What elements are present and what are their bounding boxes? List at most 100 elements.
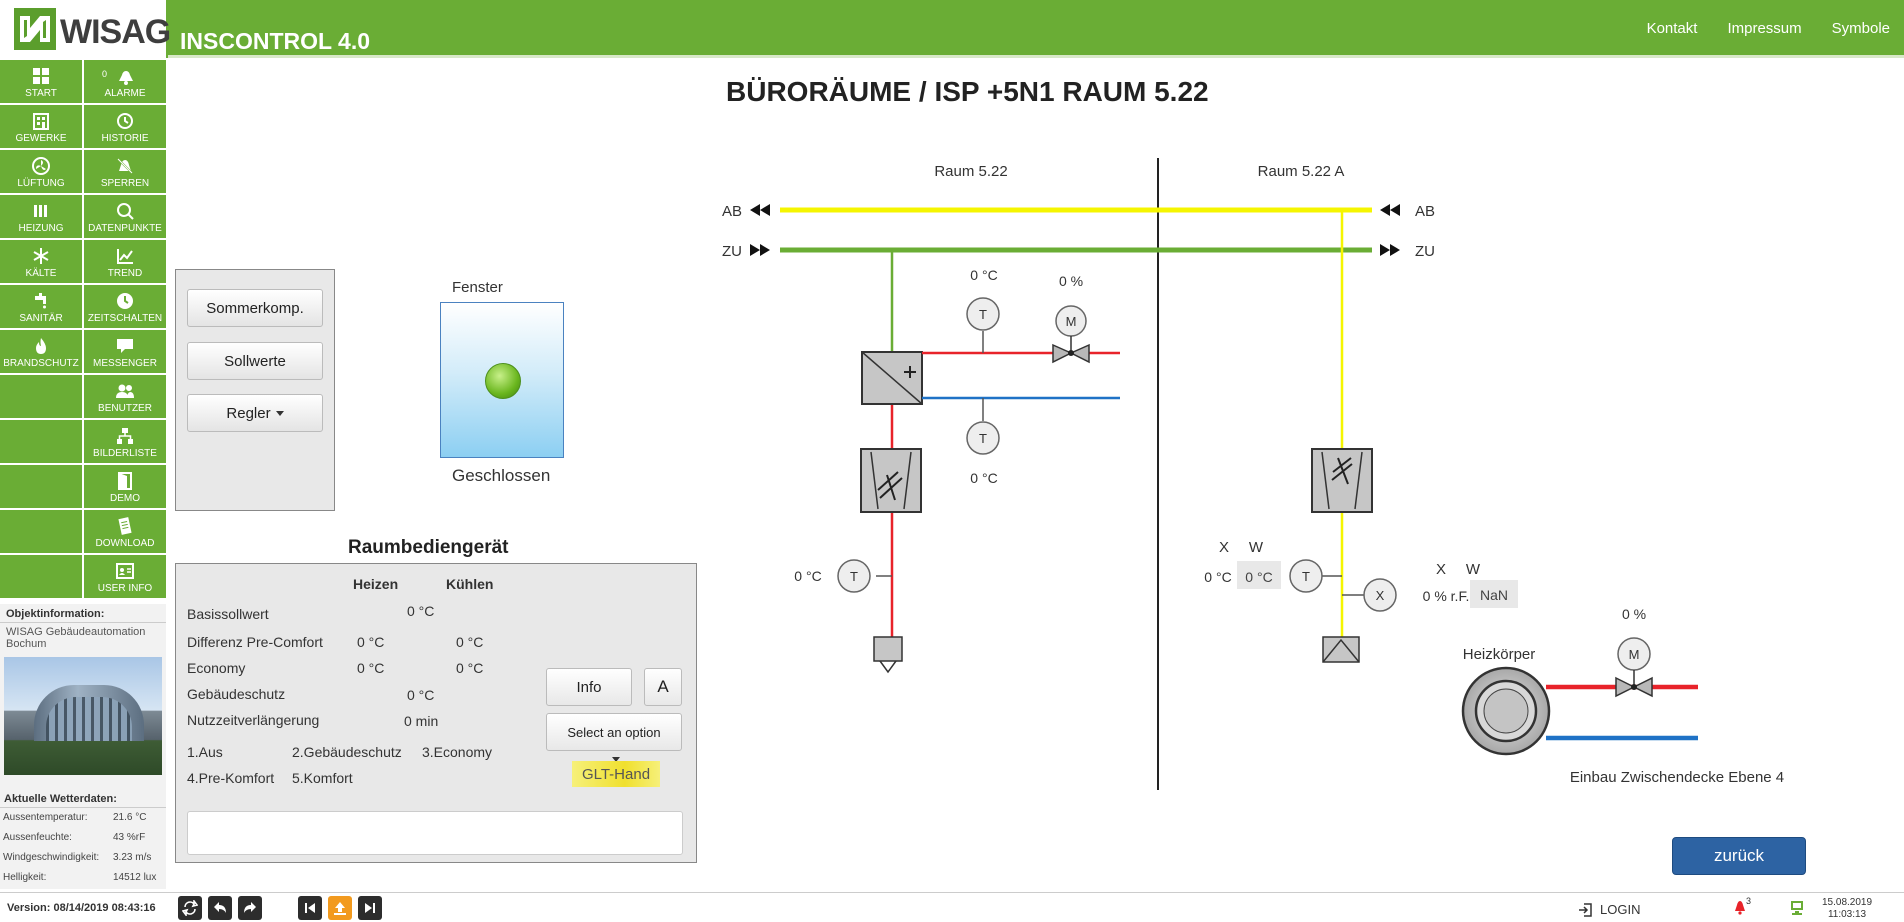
- double-arrow-right-icon: [750, 244, 770, 256]
- sidebar-empty-tile: [0, 510, 82, 553]
- id-card-icon: [115, 561, 135, 581]
- coil-temp-bottom: 0 °C: [970, 470, 997, 486]
- weather-row: Windgeschwindigkeit:3.23 m/s: [3, 852, 152, 863]
- sidebar-item-alarme[interactable]: 0 ALARME: [84, 60, 166, 103]
- sidebar-item-brandschutz[interactable]: BRANDSCHUTZ: [0, 330, 82, 373]
- double-arrow-left-icon: [1380, 204, 1400, 216]
- row-value[interactable]: 0 min: [404, 713, 439, 729]
- right-temp-x: 0 °C: [1204, 569, 1231, 585]
- undo-button[interactable]: [208, 896, 232, 920]
- ab-label-left: AB: [722, 203, 742, 220]
- redo-arrow-icon: [244, 902, 256, 913]
- sidebar-item-label: SANITÄR: [19, 313, 63, 324]
- sidebar-empty-tile: [0, 465, 82, 508]
- sidebar-item-messenger[interactable]: MESSENGER: [84, 330, 166, 373]
- sidebar-item-label: LÜFTUNG: [17, 178, 65, 189]
- radiator-icon[interactable]: [1461, 666, 1551, 756]
- redo-button[interactable]: [238, 896, 262, 920]
- sidebar-nav: START 0 ALARME GEWERKE HISTORIE LÜFTUNG …: [0, 60, 168, 598]
- app-title: INSCONTROL 4.0: [180, 28, 370, 54]
- info-button[interactable]: Info: [546, 668, 632, 706]
- sidebar-empty-tile: [0, 420, 82, 463]
- right-hum-w: NaN: [1480, 587, 1508, 603]
- humidity-sensor[interactable]: X: [1363, 578, 1397, 612]
- sidebar-item-kaelte[interactable]: KÄLTE: [0, 240, 82, 283]
- weather-row: Aussenfeuchte:43 %rF: [3, 832, 146, 843]
- x-label: X: [1219, 539, 1229, 556]
- row-value-heat[interactable]: 0 °C: [357, 660, 385, 676]
- refresh-button[interactable]: [178, 896, 202, 920]
- sidebar-item-sanitaer[interactable]: SANITÄR: [0, 285, 82, 328]
- regler-dropdown-button[interactable]: Regler: [187, 394, 323, 432]
- row-value[interactable]: 0 °C: [407, 687, 435, 703]
- sollwerte-button[interactable]: Sollwerte: [187, 342, 323, 380]
- trend-chart-icon: [115, 246, 135, 266]
- row-value[interactable]: 0 °C: [407, 603, 435, 619]
- temperature-sensor[interactable]: T: [966, 297, 1000, 331]
- mode-select[interactable]: Select an option: [546, 713, 682, 751]
- sidebar-item-label: ZEITSCHALTEN: [87, 313, 163, 324]
- upload-button[interactable]: [328, 896, 352, 920]
- row-label: Nutzzeitverlängerung: [187, 712, 320, 728]
- heater-valve-actuator[interactable]: M: [1615, 637, 1653, 698]
- sidebar-item-trend[interactable]: TREND: [84, 240, 166, 283]
- sidebar-item-start[interactable]: START: [0, 60, 82, 103]
- a-button[interactable]: A: [644, 668, 682, 706]
- temperature-sensor[interactable]: T: [1289, 559, 1323, 593]
- grid-icon: [31, 66, 51, 86]
- logo-mark-icon: [14, 8, 56, 50]
- mode-item: 2.Gebäudeschutz: [292, 744, 402, 760]
- window-label: Fenster: [452, 279, 503, 296]
- row-value-cool[interactable]: 0 °C: [456, 660, 484, 676]
- object-info-title: Objektinformation:: [0, 604, 166, 623]
- sidebar-item-zeitschalten[interactable]: ZEITSCHALTEN: [84, 285, 166, 328]
- control-button-panel: Sommerkomp. Sollwerte Regler: [175, 269, 335, 511]
- first-page-button[interactable]: [298, 896, 322, 920]
- nav-impressum[interactable]: Impressum: [1727, 20, 1802, 37]
- bell-off-icon: [115, 156, 135, 176]
- sidebar-item-label: KÄLTE: [25, 268, 57, 279]
- sidebar-item-gewerke[interactable]: GEWERKE: [0, 105, 82, 148]
- snowflake-icon: [31, 246, 51, 266]
- sidebar-item-bilderliste[interactable]: BILDERLISTE: [84, 420, 166, 463]
- fan-icon: [31, 156, 51, 176]
- sidebar-item-label: USER INFO: [97, 583, 153, 594]
- sidebar-item-label: START: [25, 88, 57, 99]
- login-link[interactable]: LOGIN: [1578, 902, 1640, 917]
- row-label: Economy: [187, 660, 246, 676]
- right-hum-w-box[interactable]: [1470, 580, 1518, 608]
- window-status-box[interactable]: [440, 302, 564, 458]
- sidebar-item-demo[interactable]: DEMO: [84, 465, 166, 508]
- weather-title: Aktuelle Wetterdaten:: [0, 789, 166, 808]
- sidebar-item-label: HEIZUNG: [18, 223, 64, 234]
- alarm-indicator[interactable]: 3: [1733, 896, 1751, 920]
- volume-flow-controller[interactable]: [860, 448, 922, 513]
- volume-flow-controller[interactable]: [1311, 448, 1373, 513]
- sidebar-item-lueftung[interactable]: LÜFTUNG: [0, 150, 82, 193]
- sidebar-item-download[interactable]: DOWNLOAD: [84, 510, 166, 553]
- last-page-button[interactable]: [358, 896, 382, 920]
- sidebar-item-datenpunkte[interactable]: DATENPUNKTE: [84, 195, 166, 238]
- sidebar-item-heizung[interactable]: HEIZUNG: [0, 195, 82, 238]
- sidebar-item-label: BILDERLISTE: [93, 448, 157, 459]
- temperature-sensor[interactable]: T: [837, 559, 871, 593]
- nav-kontakt[interactable]: Kontakt: [1646, 20, 1698, 37]
- heating-coil[interactable]: [861, 351, 923, 405]
- nav-symbole[interactable]: Symbole: [1831, 20, 1890, 37]
- sommerkomp-button[interactable]: Sommerkomp.: [187, 289, 323, 327]
- wisag-logo[interactable]: WISAG: [0, 0, 171, 58]
- sidebar-item-user-info[interactable]: USER INFO: [84, 555, 166, 598]
- row-value-cool[interactable]: 0 °C: [456, 634, 484, 650]
- row-value-heat[interactable]: 0 °C: [357, 634, 385, 650]
- svg-text:T: T: [979, 431, 987, 446]
- sidebar-empty-tile: [0, 375, 82, 418]
- temperature-sensor[interactable]: T: [966, 421, 1000, 455]
- sidebar-item-benutzer[interactable]: BENUTZER: [84, 375, 166, 418]
- sidebar-item-historie[interactable]: HISTORIE: [84, 105, 166, 148]
- right-temp-w-box[interactable]: [1237, 561, 1281, 589]
- sidebar-item-sperren[interactable]: SPERREN: [84, 150, 166, 193]
- footer-bar: Version: 08/14/2019 08:43:16 LOGIN 3 15.…: [0, 892, 1904, 922]
- back-button[interactable]: zurück: [1672, 837, 1806, 875]
- right-temp-w: 0 °C: [1245, 569, 1272, 585]
- valve-actuator[interactable]: M: [1052, 305, 1090, 364]
